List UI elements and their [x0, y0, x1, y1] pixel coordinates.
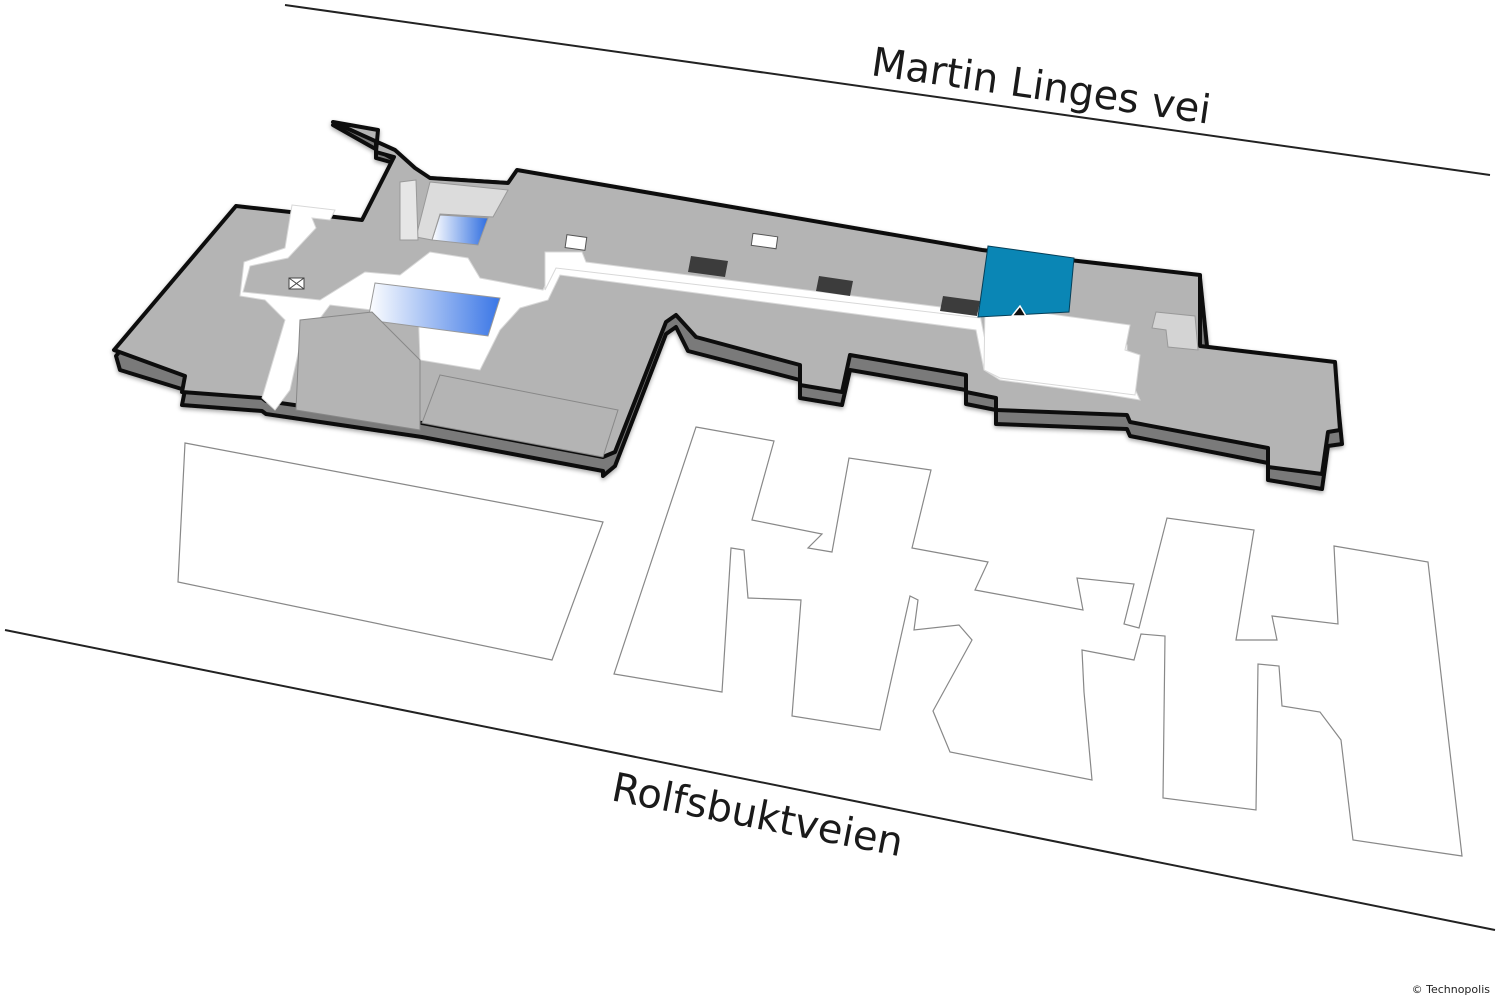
stair-core — [399, 179, 419, 241]
small-room — [564, 234, 588, 251]
copyright-notice: © Technopolis — [1411, 983, 1490, 996]
room-lower-mid — [421, 374, 619, 458]
building-outline-a — [613, 426, 1463, 857]
corridor-west-hall — [239, 204, 1141, 411]
elevator-icon — [288, 277, 305, 290]
dark-blocks — [688, 256, 980, 316]
adjacent-buildings — [177, 426, 1463, 857]
lobby-open-area — [983, 304, 1141, 396]
corridors — [239, 204, 1141, 411]
dark-block — [816, 276, 853, 296]
atrium-south — [367, 282, 501, 337]
dark-block — [688, 256, 728, 277]
building-outline-west — [177, 442, 604, 661]
shaft-east — [1151, 311, 1199, 351]
street-label-north: Martin Linges vei — [869, 39, 1214, 133]
small-room — [750, 232, 779, 250]
dark-block — [940, 296, 980, 316]
street-line-north — [284, 4, 1491, 176]
location-pointer-icon — [1010, 304, 1028, 317]
atrium-north — [431, 214, 489, 246]
street-label-south: Rolfsbuktveien — [608, 765, 907, 867]
highlighted-room[interactable] — [977, 245, 1075, 318]
street-line-south — [4, 629, 1496, 931]
room-lower-west — [295, 311, 421, 431]
